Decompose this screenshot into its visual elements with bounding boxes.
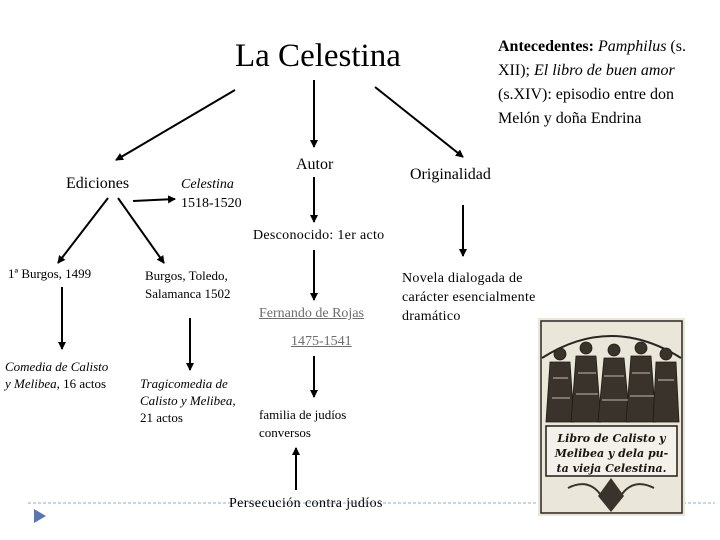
arrow-title-originalidad <box>374 86 464 158</box>
burgos-toledo-line-2: Salamanca 1502 <box>145 286 231 301</box>
antecedentes-text-2: (s.XIV): episodio entre don Melón y doña… <box>498 86 674 127</box>
novela-line-1: Novela dialogada de <box>402 271 523 286</box>
comedia-text: Comedia de Calisto y Melibea, 16 actos <box>5 358 108 392</box>
celestina-edition: Celestina 1518-1520 <box>181 175 242 213</box>
familia-judios-text: familia de judíos conversos <box>259 406 346 442</box>
woodcut-line-1: Libro de Calisto y <box>556 432 667 445</box>
comedia-line-1: Comedia de Calisto <box>5 359 109 374</box>
arrow-ediciones-burgos-toledo <box>117 197 165 264</box>
burgos-toledo-salamanca: Burgos, Toledo, Salamanca 1502 <box>145 267 231 303</box>
rojas-dates-link[interactable]: 1475-1541 <box>291 334 352 349</box>
comedia-line-2-rest: , 16 actos <box>56 376 107 391</box>
originalidad-label: Originalidad <box>410 166 491 183</box>
novela-line-3: dramático <box>402 309 461 324</box>
fernando-de-rojas-link[interactable]: Fernando de Rojas <box>259 306 364 321</box>
antecedentes-text-1: (s. XII); <box>498 38 686 79</box>
burgos-toledo-line-1: Burgos, Toledo, <box>145 268 228 283</box>
ediciones-label: Ediciones <box>66 175 130 192</box>
antecedentes-work-1: Pamphilus <box>597 38 667 55</box>
celestina-edition-title: Celestina <box>181 177 234 192</box>
novela-dialogada-text: Novela dialogada de carácter esencialment… <box>402 269 536 326</box>
arrow-ediciones-celestina <box>132 195 176 204</box>
woodcut-line-3: ta vieja Celestina. <box>557 462 667 475</box>
slide-bullet-icon <box>34 509 46 523</box>
tragicomedia-line-2: Calisto y Melibea, <box>140 393 236 408</box>
woodcut-line-2: Melibea y dela pu- <box>554 447 669 460</box>
desconocido-text: Desconocido: 1er acto <box>253 228 385 243</box>
antecedentes-text: Antecedentes: Pamphilus (s. XII); El lib… <box>498 35 713 131</box>
arrow-title-ediciones <box>115 89 236 161</box>
arrow-ediciones-burgos <box>57 197 109 264</box>
tragicomedia-text: Tragicomedia de Calisto y Melibea, 21 acto… <box>140 375 236 426</box>
familia-line-2: conversos <box>259 425 311 440</box>
tragicomedia-line-1: Tragicomedia de <box>140 376 228 391</box>
burgos-1499: 1ª Burgos, 1499 <box>8 266 92 281</box>
persecucion-text: Persecución contra judíos <box>229 496 383 511</box>
celestina-woodcut-image: Libro de Calisto y Melibea y dela pu- ta… <box>538 318 685 516</box>
tragicomedia-line-3: 21 actos <box>140 410 183 425</box>
antecedentes-work-2: El libro de buen amor <box>533 62 675 79</box>
antecedentes-label: Antecedentes: <box>498 38 594 55</box>
celestina-edition-dates: 1518-1520 <box>181 196 242 211</box>
comedia-line-2-title: y Melibea <box>5 376 57 391</box>
autor-label: Autor <box>296 156 334 173</box>
familia-line-1: familia de judíos <box>259 407 347 422</box>
main-title: La Celestina <box>235 38 401 74</box>
novela-line-2: carácter esencialmente <box>402 290 536 305</box>
